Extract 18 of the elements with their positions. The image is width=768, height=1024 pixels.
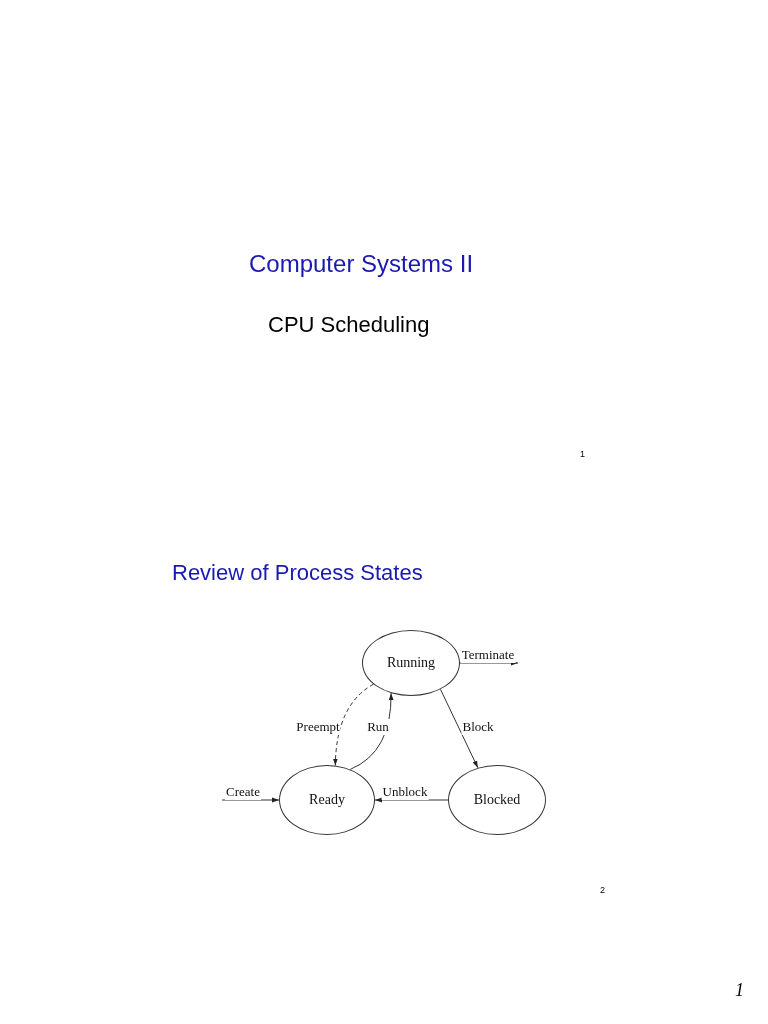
slide-number: 1 <box>580 449 585 459</box>
transition-arrow <box>349 692 394 770</box>
slide-title: Computer Systems II <box>249 250 474 278</box>
edge-label: Run <box>366 719 390 735</box>
transition-arrow <box>459 660 519 666</box>
transition-arrow <box>333 683 374 767</box>
transition-arrow <box>221 797 280 803</box>
slide-subtitle: CPU Scheduling <box>268 312 430 338</box>
state-label: Blocked <box>473 792 521 808</box>
edge-label: Unblock <box>381 784 429 800</box>
slide-heading: Review of Process States <box>172 560 423 586</box>
page-number: 1 <box>735 980 744 1001</box>
edge-label: Block <box>461 719 495 735</box>
state-label: Running <box>386 655 436 671</box>
slide-number: 2 <box>600 885 605 895</box>
state-label: Ready <box>309 792 345 808</box>
transition-arrow <box>440 688 479 769</box>
transition-arrow <box>374 797 449 803</box>
